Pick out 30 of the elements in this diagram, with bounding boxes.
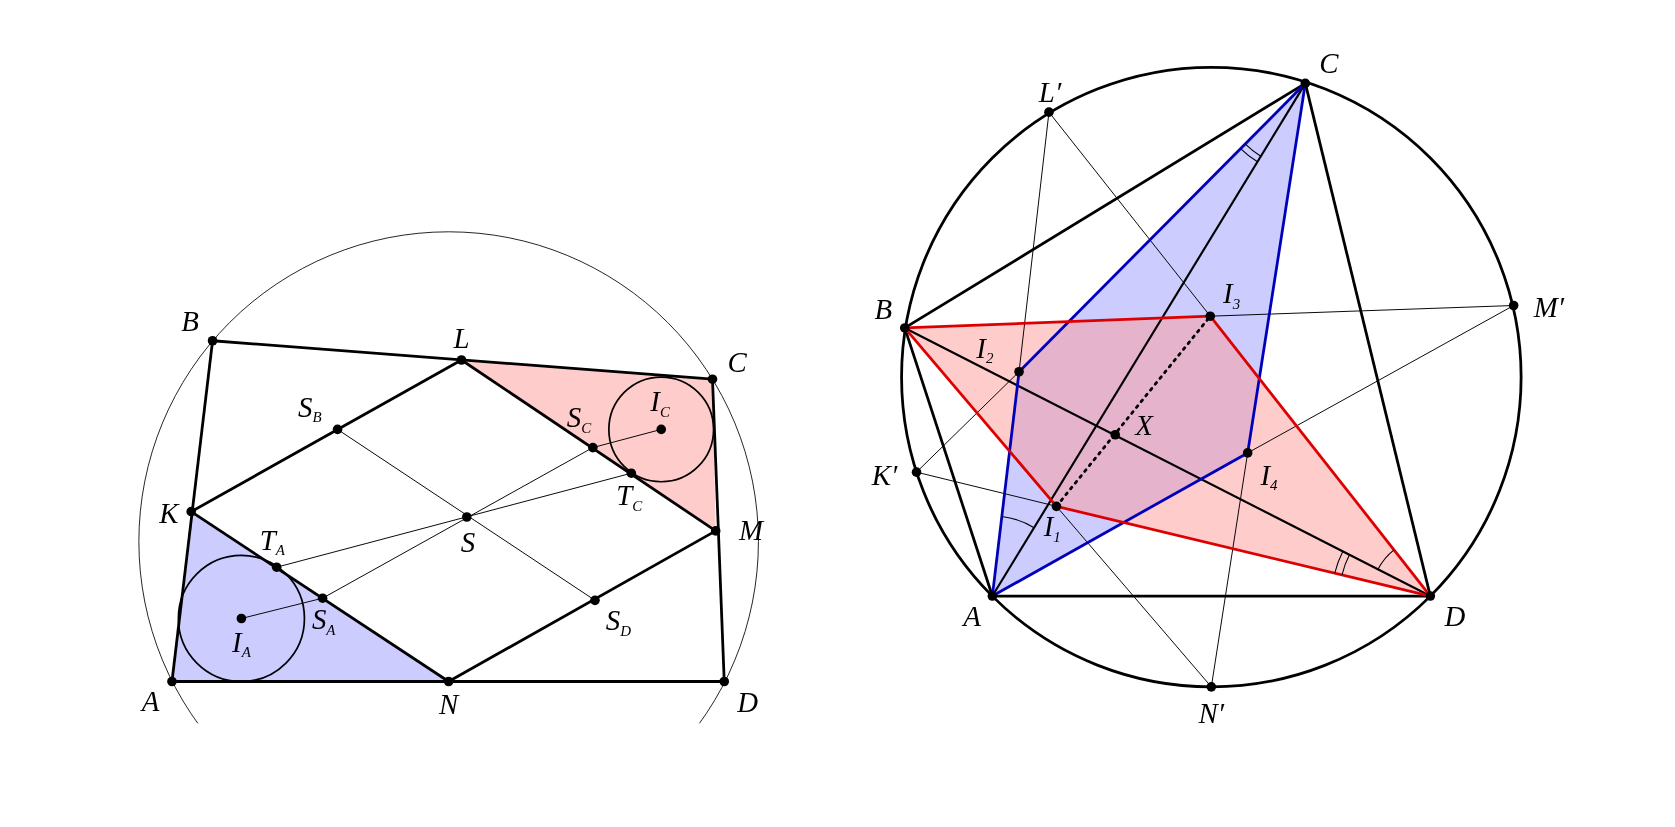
point-label: N — [439, 690, 459, 720]
point-label: S — [460, 528, 476, 558]
point-label: L — [453, 324, 470, 354]
point-label: I$_{C}$ — [650, 387, 670, 420]
point-label: I$_{3}$ — [1223, 279, 1241, 312]
point-label: B — [181, 307, 199, 336]
point-label: K — [159, 499, 179, 529]
point-label: T$_{A}$ — [259, 526, 285, 559]
point-label: A — [963, 603, 981, 632]
point-label: S$_{C}$ — [566, 403, 592, 436]
point-label: K′ — [871, 462, 898, 491]
point-label: I$_{2}$ — [976, 334, 994, 367]
point-label: T$_{C}$ — [616, 481, 643, 514]
point-label: D — [1444, 603, 1466, 632]
point-label: I$_{1}$ — [1043, 512, 1061, 545]
point-label: I$_{A}$ — [232, 628, 251, 661]
point-label: M′ — [1533, 293, 1565, 323]
point-label: I$_{4}$ — [1260, 461, 1278, 494]
point-label: D — [737, 688, 759, 718]
point-label: S$_{D}$ — [605, 606, 632, 639]
point-label: M — [738, 516, 763, 546]
point-label: N′ — [1198, 699, 1225, 728]
point-label: B — [874, 295, 893, 325]
point-label: C — [727, 348, 747, 378]
point-label: C — [1319, 49, 1339, 79]
point-label: A — [141, 687, 160, 717]
point-label: L′ — [1038, 78, 1062, 108]
point-label: X — [1135, 411, 1153, 441]
point-label: S$_{A}$ — [311, 605, 336, 638]
point-label: S$_{B}$ — [298, 393, 322, 426]
